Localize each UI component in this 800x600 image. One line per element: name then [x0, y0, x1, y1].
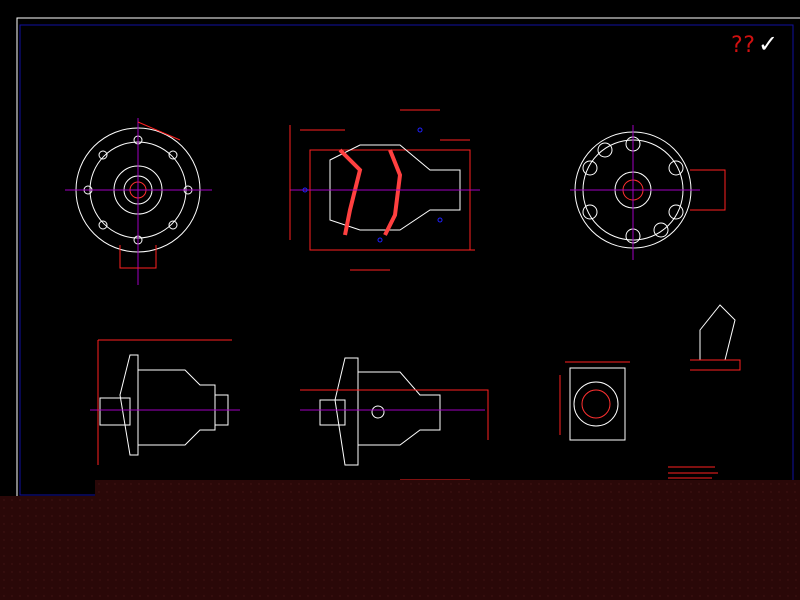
- flange-front-view: [65, 118, 212, 285]
- gear-face-view: [570, 125, 726, 260]
- side-view-left: [90, 339, 240, 491]
- technical-notes: [668, 466, 718, 479]
- side-view-middle: [300, 357, 489, 481]
- overlay-panel: [0, 496, 800, 600]
- section-view: [289, 109, 480, 271]
- checkmark-icon[interactable]: ✓: [758, 30, 779, 58]
- overlay-panel-top: [95, 480, 800, 496]
- end-view: [559, 361, 630, 441]
- outer-frame: [16, 17, 800, 499]
- detail-view: [690, 304, 741, 371]
- status-mark: ??: [730, 33, 755, 58]
- inner-frame: [19, 24, 794, 496]
